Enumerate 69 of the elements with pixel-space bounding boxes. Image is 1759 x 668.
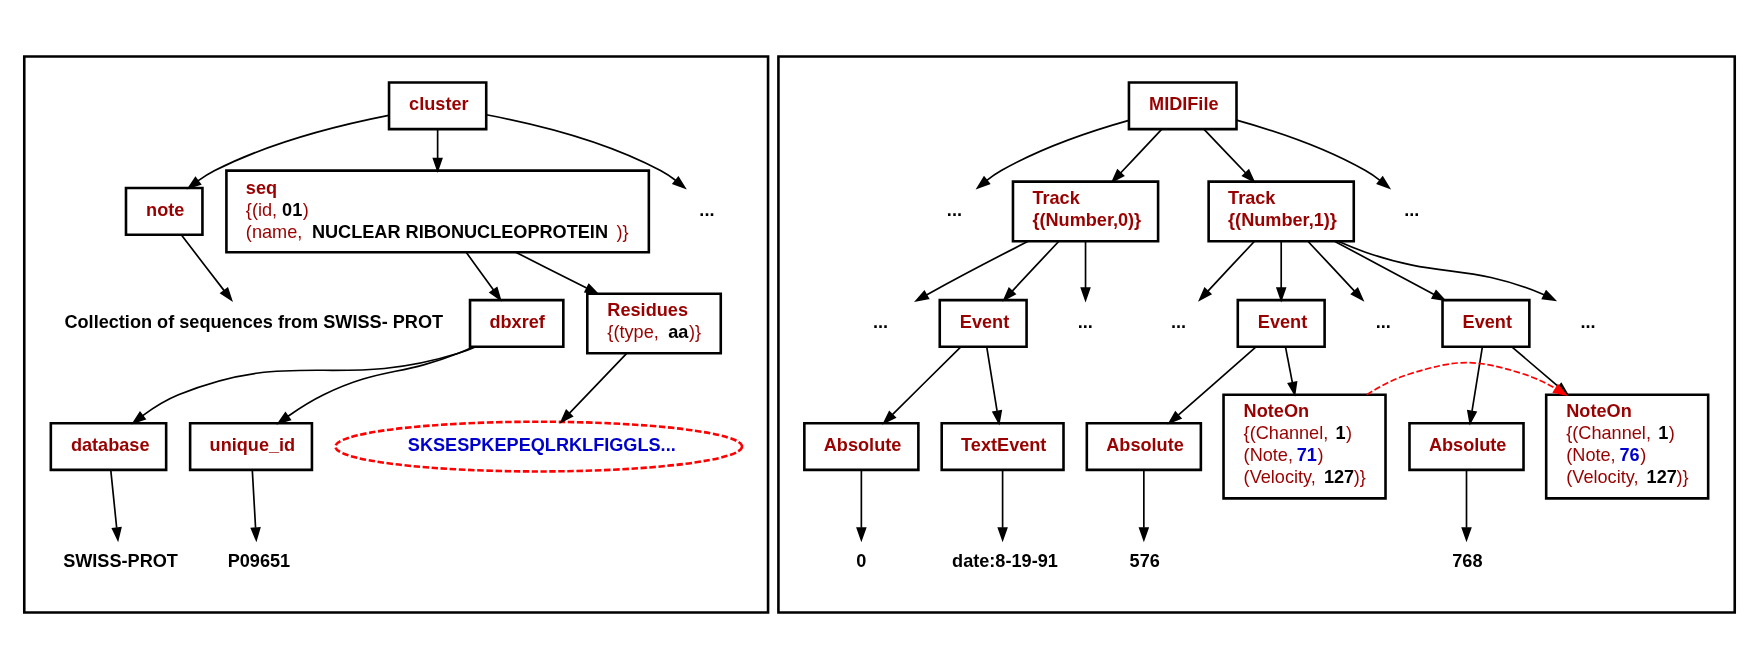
node-box: Event — [1236, 298, 1326, 348]
node-text: 576 — [1129, 550, 1160, 571]
cluster — [777, 54, 1737, 614]
node-box: note — [124, 186, 204, 236]
arrow — [1461, 469, 1472, 542]
arrow — [250, 469, 261, 542]
node-box: Absolute — [1085, 421, 1203, 471]
node-text: ... — [1171, 311, 1187, 332]
arrow — [882, 345, 962, 425]
node-box: Track {(Number,1)} — [1207, 179, 1356, 242]
arrow — [1235, 118, 1392, 189]
node-box: NoteOn {(Channel, 1) (Note, 76) (Velocity, 127)} — [1544, 392, 1710, 500]
arrow — [1284, 345, 1298, 397]
node-text: ... — [699, 199, 715, 220]
arrow — [985, 345, 1003, 425]
node-box: seq {(id,01) (name, NUCLEAR RIBONUCLEOPROTEIN)} — [225, 168, 651, 253]
arrow — [1307, 240, 1365, 302]
arrow — [1337, 240, 1558, 301]
arrow — [465, 250, 502, 302]
node-box: MIDIFile — [1127, 80, 1238, 130]
node-box: NoteOn {(Channel, 1) (Note, 71) (Velocity, 127)} — [1222, 392, 1387, 500]
node-text: ... — [946, 199, 962, 220]
node-box: TextEvent — [940, 421, 1065, 471]
node-box: Absolute — [1408, 421, 1525, 471]
node-text: 768 — [1452, 550, 1483, 571]
arrow — [514, 250, 600, 295]
node-box: dbxref — [468, 298, 565, 348]
node-text: date:8-19-91 — [952, 550, 1058, 571]
node-text: SWISS-PROT — [63, 550, 178, 571]
arrow — [485, 113, 687, 189]
node-ellipse: SKSESPKEPEQLRKLFIGGLS... — [334, 419, 744, 473]
node-text: P09651 — [227, 550, 291, 571]
node-text: 0 — [856, 550, 867, 571]
arrow — [914, 240, 1029, 302]
arrow — [1198, 240, 1256, 302]
arrow — [276, 345, 474, 425]
arrow — [1002, 240, 1060, 302]
arrow — [559, 352, 628, 424]
arrow — [1110, 128, 1163, 183]
node-box: Event — [938, 298, 1028, 348]
arrow — [1138, 469, 1150, 542]
arrow — [975, 118, 1130, 189]
arrow — [432, 128, 443, 173]
node-box: database — [49, 421, 168, 471]
node-text: ... — [1404, 199, 1420, 220]
node-text: ... — [873, 311, 889, 332]
arrow — [1167, 345, 1257, 425]
arrow — [109, 469, 122, 542]
arrow — [186, 114, 390, 189]
node-box: Event — [1441, 298, 1531, 348]
arrow — [1080, 240, 1091, 302]
arrow — [1275, 240, 1287, 302]
node-text: ... — [1580, 311, 1596, 332]
node-box: Track {(Number,0)} — [1011, 179, 1160, 242]
node-box: Absolute — [803, 421, 920, 471]
arrow — [1334, 240, 1447, 301]
arrow — [1203, 128, 1256, 183]
node-text: ... — [1077, 311, 1093, 332]
arrow — [1466, 345, 1484, 425]
arrow — [131, 345, 477, 424]
node-box: unique_id — [188, 421, 314, 471]
arrow — [997, 469, 1008, 542]
node-text: Collection of sequences from SWISS- PROT — [64, 311, 444, 332]
node-text: ... — [1375, 311, 1391, 332]
arrow — [856, 469, 867, 542]
arrow — [180, 233, 233, 302]
node-box: Residues {(type, aa)} — [586, 291, 723, 355]
cluster — [22, 54, 770, 614]
node-box: cluster — [387, 80, 488, 130]
